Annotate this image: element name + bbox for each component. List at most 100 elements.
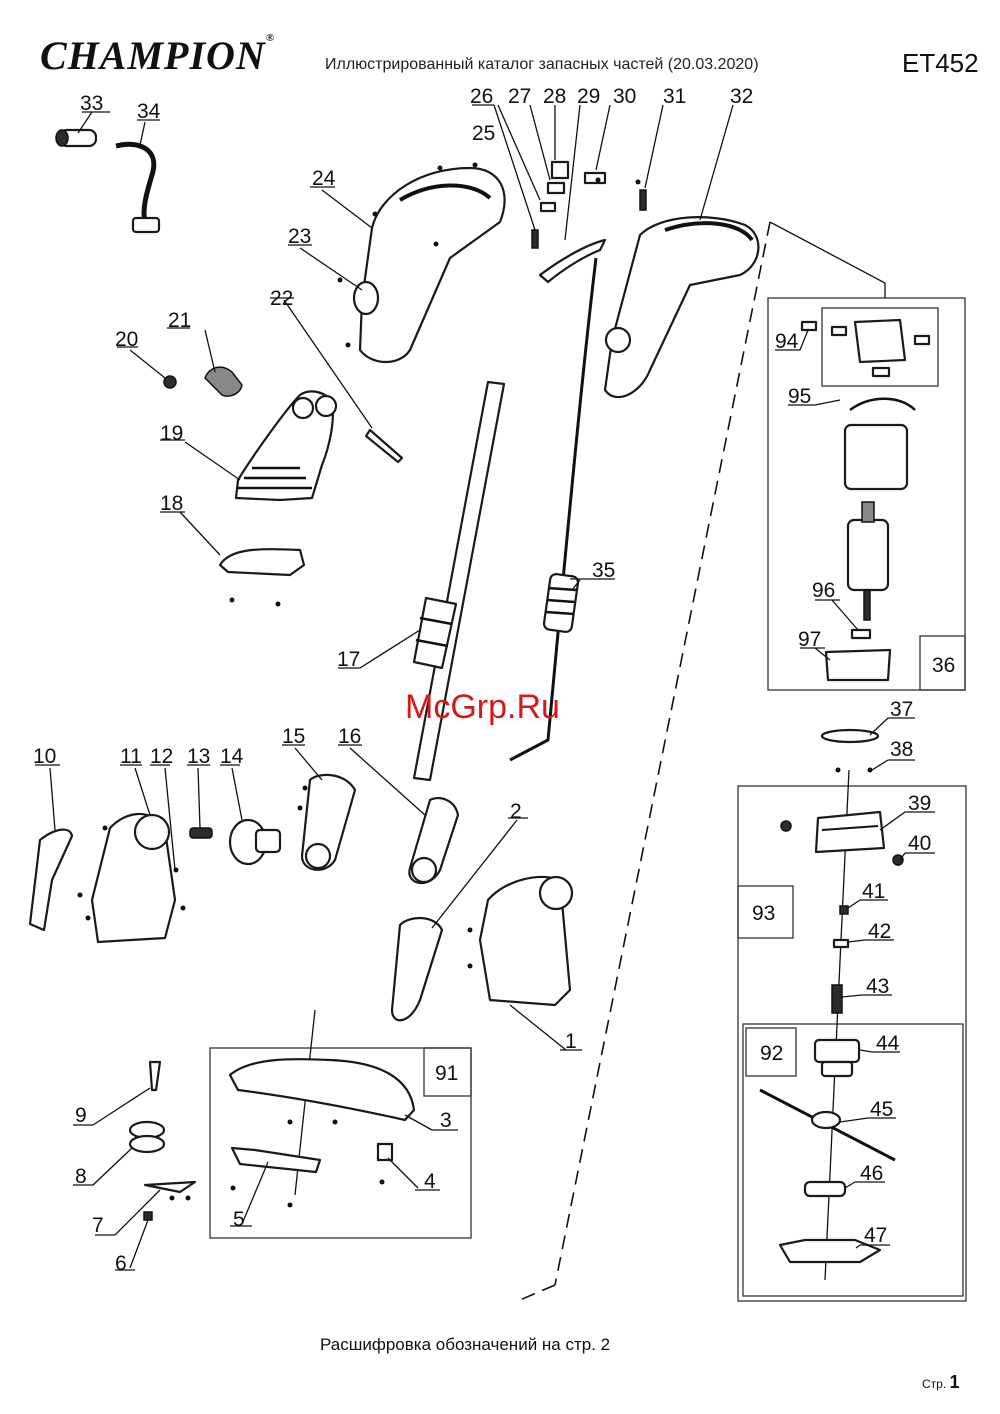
part-39-button xyxy=(780,820,792,832)
part-label-45: 45 xyxy=(870,1098,893,1121)
part-29-trigger xyxy=(538,238,607,284)
part-26-pin xyxy=(539,201,557,213)
part-35-cable xyxy=(509,257,598,762)
part-13-spring xyxy=(189,827,213,839)
part-10-cover-strip xyxy=(28,828,74,932)
part-label-27: 27 xyxy=(508,85,531,108)
part-18-handle-clamp xyxy=(218,548,306,577)
part-20-nut xyxy=(163,375,177,389)
part-22-bolt xyxy=(364,428,404,464)
part-37-fan xyxy=(820,728,880,744)
part-97-motor-bracket xyxy=(824,648,892,682)
part-label-43: 43 xyxy=(866,975,889,998)
part-label-20: 20 xyxy=(115,328,138,351)
part-label-15: 15 xyxy=(282,725,305,748)
part-label-97: 97 xyxy=(798,628,821,651)
part-label-7: 7 xyxy=(92,1214,104,1237)
brand-registered-mark: ® xyxy=(265,32,276,44)
dashed-assembly-line xyxy=(519,1284,556,1301)
assembly-box-95 xyxy=(821,307,939,387)
assembly-box-36-label xyxy=(919,635,966,691)
part-label-92: 92 xyxy=(760,1042,783,1065)
part-label-33: 33 xyxy=(80,92,103,115)
part-31-spring xyxy=(639,189,647,211)
part-25-spring xyxy=(531,229,539,249)
part-2-front-cover xyxy=(390,917,444,1022)
part-label-35: 35 xyxy=(592,559,615,582)
part-36-armature xyxy=(846,501,890,621)
page-prefix: Стр. xyxy=(922,1377,947,1391)
part-label-8: 8 xyxy=(75,1165,87,1188)
part-28-switch xyxy=(550,160,570,180)
part-label-22: 22 xyxy=(270,287,293,310)
part-label-2: 2 xyxy=(510,800,522,823)
part-label-38: 38 xyxy=(890,738,913,761)
brand-name: CHAMPION xyxy=(40,33,266,78)
part-label-24: 24 xyxy=(312,167,336,190)
part-label-96: 96 xyxy=(812,579,835,602)
part-21-knob xyxy=(204,366,243,397)
part-label-37: 37 xyxy=(890,698,913,721)
model-number: ET452 xyxy=(902,48,979,78)
part-43-spring xyxy=(831,984,843,1014)
part-label-47: 47 xyxy=(864,1224,887,1247)
part-1-motor-housing-right xyxy=(478,875,572,1007)
part-6-nut xyxy=(143,1211,153,1221)
assembly-box-92 xyxy=(742,1023,964,1297)
part-label-25: 25 xyxy=(472,122,495,145)
part-47-bump-cap xyxy=(778,1238,882,1264)
part-95-brush-holder xyxy=(830,318,931,378)
part-label-44: 44 xyxy=(876,1032,900,1055)
part-9-screw xyxy=(148,1060,162,1092)
part-label-11: 11 xyxy=(120,745,142,768)
part-label-41: 41 xyxy=(862,880,885,903)
part-label-3: 3 xyxy=(440,1109,452,1132)
part-label-18: 18 xyxy=(160,492,183,515)
dashed-assembly-line xyxy=(554,221,771,1286)
part-40-button xyxy=(892,854,904,866)
page-number: Стр. 1 xyxy=(922,1372,960,1393)
part-label-4: 4 xyxy=(424,1170,436,1193)
part-label-21: 21 xyxy=(168,309,191,332)
part-label-10: 10 xyxy=(33,745,56,768)
part-label-46: 46 xyxy=(860,1162,883,1185)
part-96-bearing xyxy=(850,628,872,640)
part-42-washer xyxy=(832,938,850,949)
part-label-13: 13 xyxy=(187,745,210,768)
part-label-23: 23 xyxy=(288,225,311,248)
pointer-line xyxy=(769,221,886,298)
assembly-box-93 xyxy=(737,785,967,1302)
part-30-clip xyxy=(583,171,607,185)
part-label-31: 31 xyxy=(663,85,686,108)
assembly-box-36 xyxy=(767,297,966,691)
part-14-gear xyxy=(228,818,282,866)
footnote: Расшифровка обозначений на стр. 2 xyxy=(320,1335,611,1354)
part-label-14: 14 xyxy=(220,745,244,768)
part-label-17: 17 xyxy=(337,648,360,671)
part-label-34: 34 xyxy=(137,100,161,123)
page-number-value: 1 xyxy=(949,1372,960,1392)
part-44-line-spool xyxy=(813,1038,861,1078)
part-label-93: 93 xyxy=(752,902,775,925)
part-label-40: 40 xyxy=(908,832,931,855)
part-24-handle-housing-left xyxy=(358,166,506,363)
part-label-28: 28 xyxy=(543,85,566,108)
brand-logo: CHAMPION® xyxy=(40,32,275,79)
part-label-39: 39 xyxy=(908,792,931,815)
part-label-95: 95 xyxy=(788,385,811,408)
part-label-5: 5 xyxy=(233,1208,245,1231)
part-41-nut xyxy=(839,905,849,915)
part-label-91: 91 xyxy=(435,1062,458,1085)
assembly-box-91-label xyxy=(423,1047,472,1097)
part-label-26: 26 xyxy=(470,85,493,108)
part-label-29: 29 xyxy=(577,85,600,108)
assembly-box-91 xyxy=(209,1047,472,1239)
wheel-icon xyxy=(604,326,632,354)
part-35-cable-protector xyxy=(542,573,580,633)
part-4-bracket xyxy=(376,1142,394,1162)
part-label-6: 6 xyxy=(115,1252,127,1275)
part-label-32: 32 xyxy=(730,85,753,108)
part-5-guard-clip xyxy=(230,1146,322,1174)
document-title: Иллюстрированный каталог запасных частей… xyxy=(325,56,759,73)
